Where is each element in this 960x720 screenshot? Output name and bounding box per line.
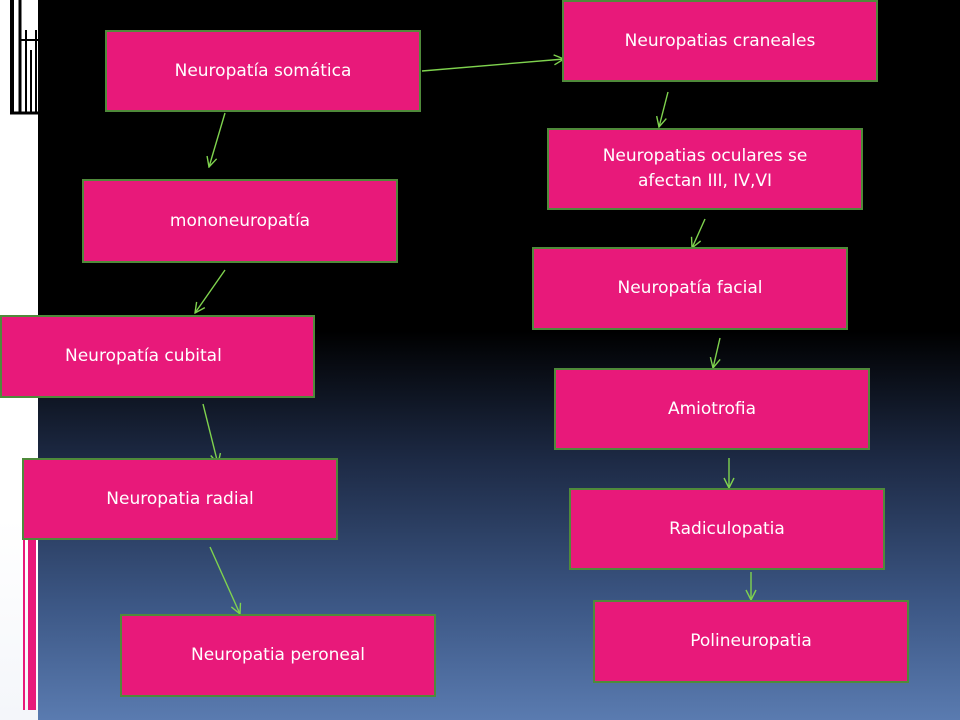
node-label: Neuropatia radial [106,488,254,509]
node-mononeuropatia: mononeuropatía [82,179,398,263]
pink-accent-bar [28,540,36,710]
node-label: Neuropatias craneales [624,30,816,51]
node-neuropatia-peroneal: Neuropatia peroneal [120,614,436,697]
node-neuropatia-facial: Neuropatía facial [532,247,848,330]
arrow-cubital-to-radial [202,403,218,464]
node-neuropatia-radial: Neuropatia radial [22,458,338,540]
node-neuropatia-cubital: Neuropatía cubital [0,315,315,398]
node-label: Polineuropatia [690,631,812,652]
node-neuropatias-craneales: Neuropatias craneales [562,0,878,82]
arrow-facial-to-amiotrofia [713,337,721,368]
node-radiculopatia: Radiculopatia [569,488,885,570]
node-label: Radiculopatia [669,518,785,539]
arrow-somatica-to-craneales [421,59,564,72]
node-label: Neuropatia peroneal [190,645,366,666]
arrow-craneales-to-oculares [659,91,669,127]
node-label: mononeuropatía [169,210,311,231]
node-label: Neuropatía somática [174,60,352,81]
node-amiotrofia: Amiotrofia [554,368,870,450]
node-neuropatias-oculares: Neuropatias oculares se afectan III, IV,… [547,128,863,210]
node-label: Neuropatía cubital [65,346,222,367]
node-label: Neuropatía facial [617,278,763,299]
pink-accent-line [23,540,25,710]
node-label: Amiotrofia [667,398,757,419]
arrow-oculares-to-facial [692,218,706,248]
arrow-somatica-to-mono [209,112,226,167]
node-label: Neuropatias oculares se afectan III, IV,… [602,146,808,191]
arrow-mono-to-cubital [195,269,226,313]
arrow-radial-to-peroneal [209,546,240,614]
decorative-corner-lines [10,0,44,115]
node-neuropatia-somatica: Neuropatía somática [105,30,421,112]
node-polineuropatia: Polineuropatia [593,600,909,683]
